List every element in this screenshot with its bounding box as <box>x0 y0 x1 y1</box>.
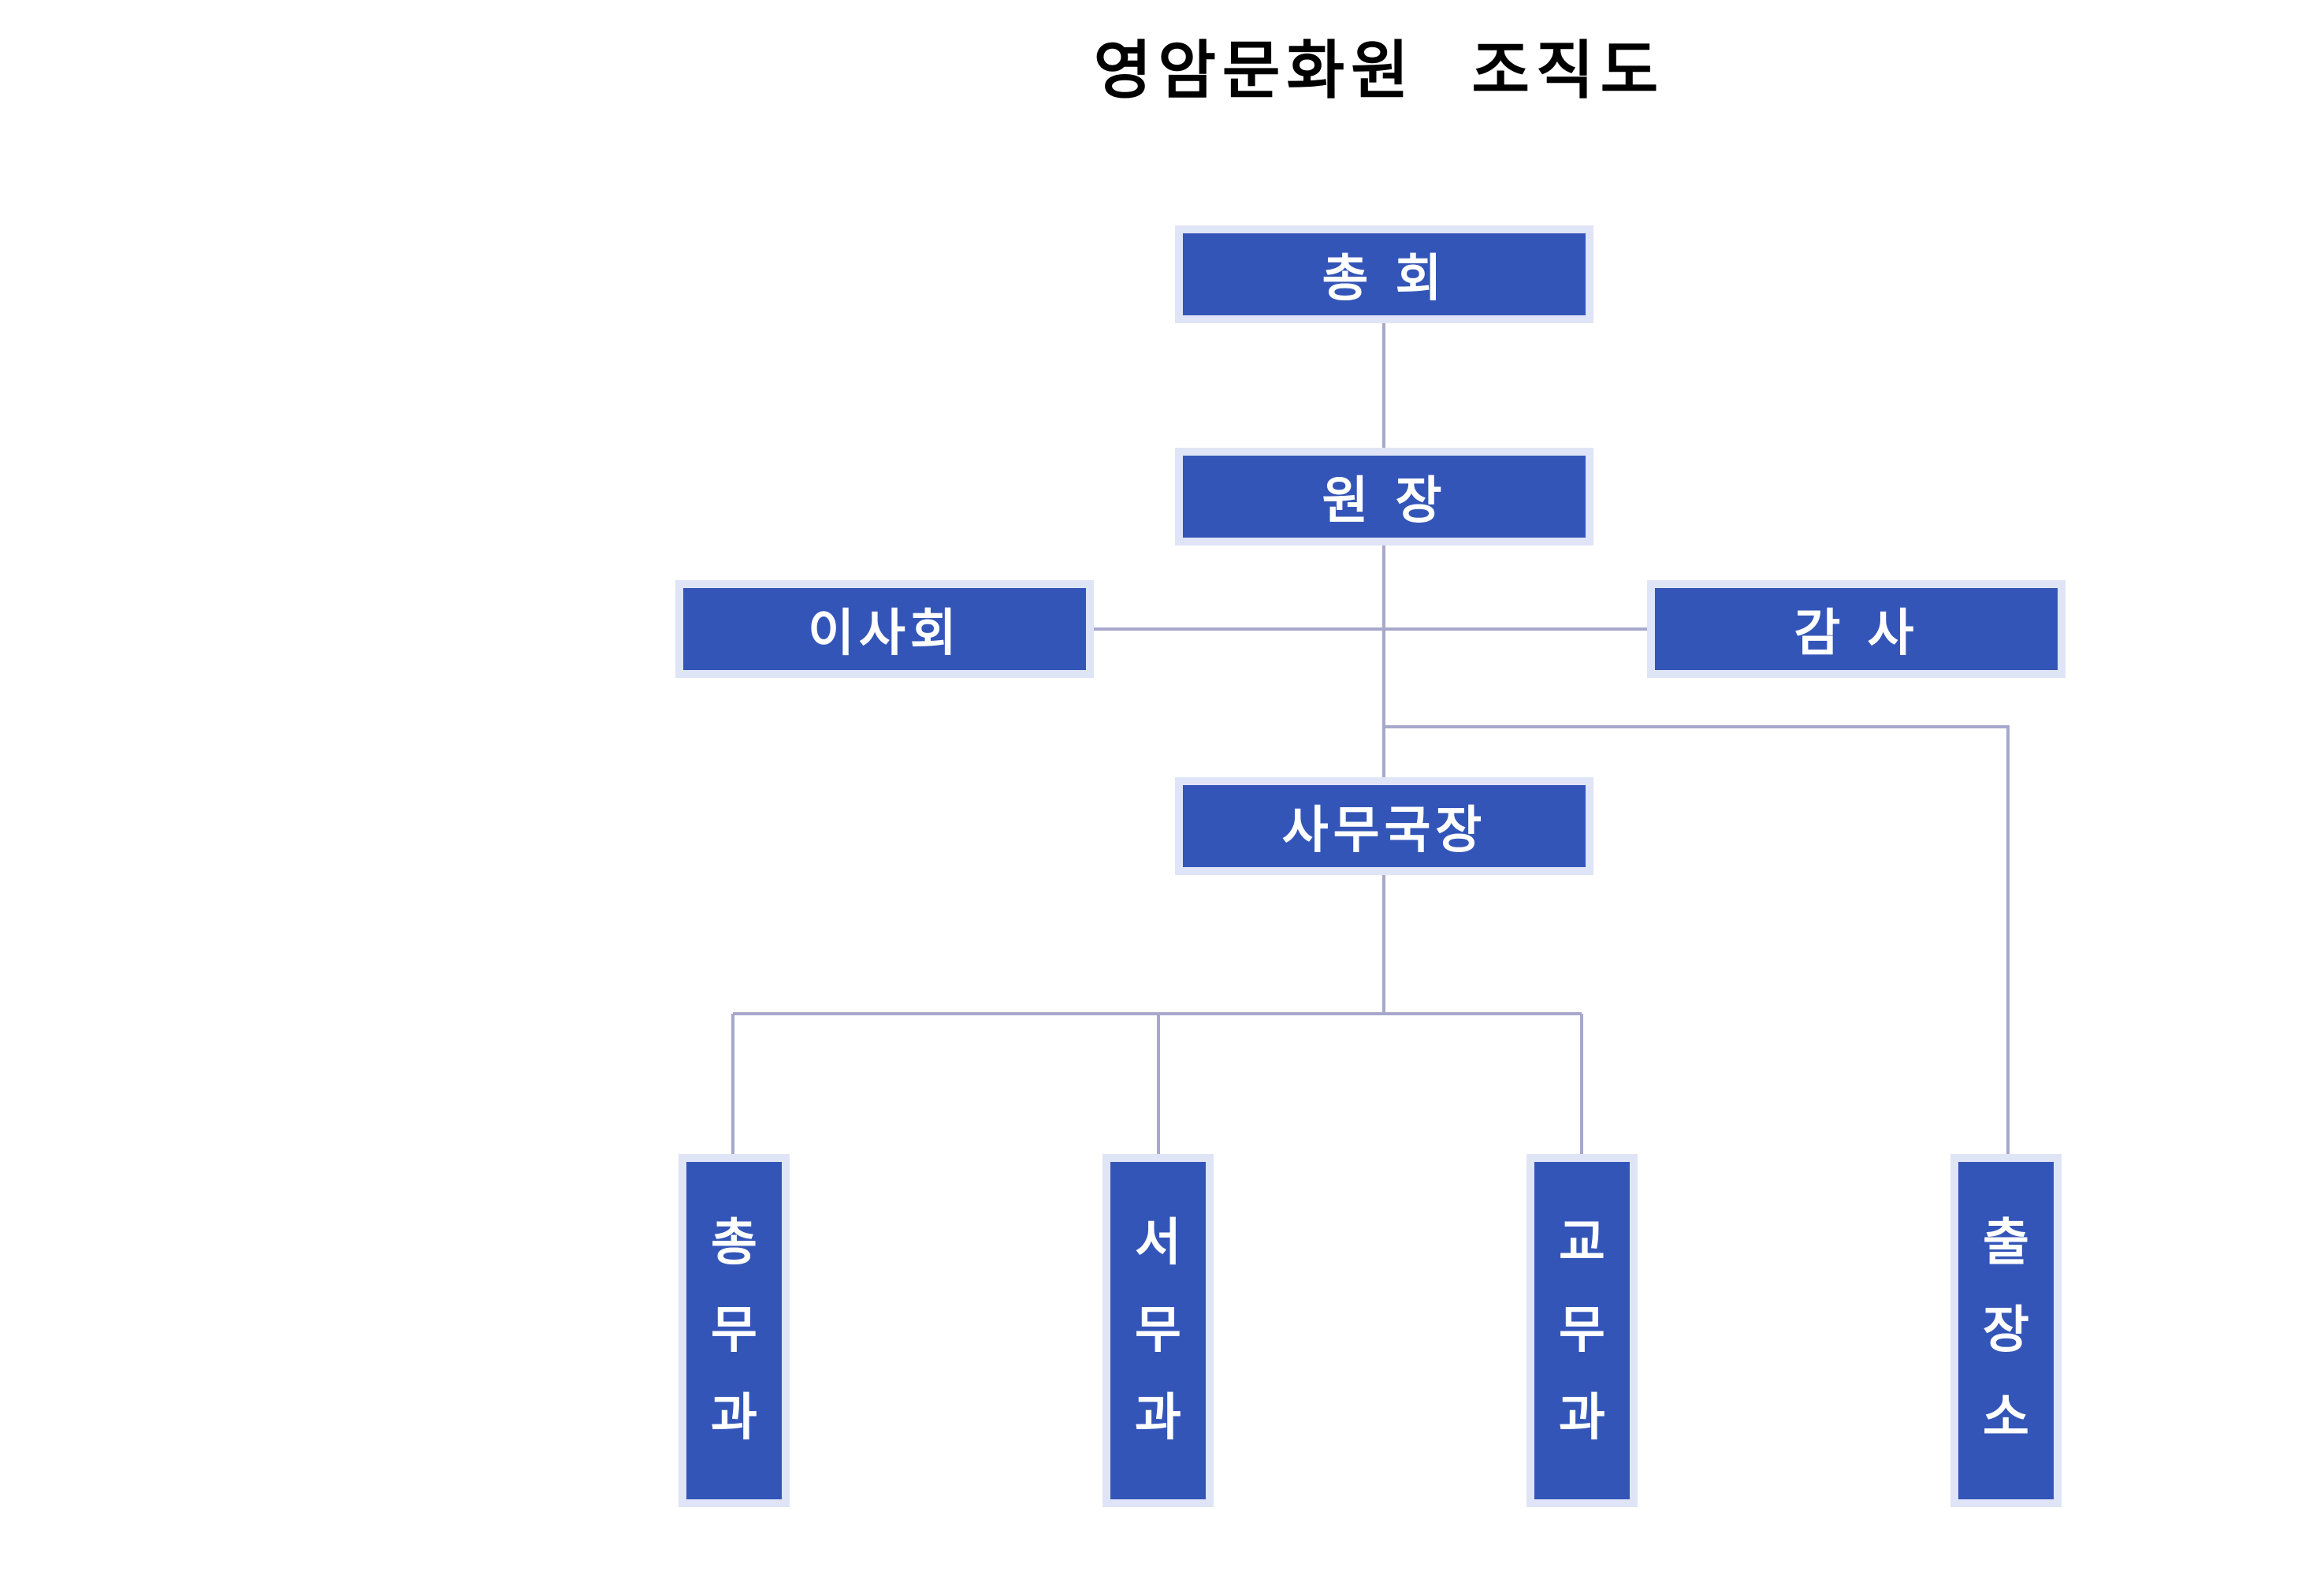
node-general-affairs-char: 무 <box>711 1301 757 1360</box>
node-education-char: 무 <box>1559 1301 1605 1360</box>
node-auditor: 감 사 <box>1647 580 2066 678</box>
page-title: 영암문화원 조직도 <box>1093 34 1665 107</box>
node-general-affairs: 총 무 과 <box>679 1154 790 1507</box>
node-records-char: 서 <box>1135 1214 1181 1273</box>
node-branch-office: 출 장 소 <box>1950 1154 2062 1507</box>
node-records: 서 무 과 <box>1103 1154 1214 1507</box>
node-board: 이사회 <box>675 580 1094 678</box>
node-branch-office-char: 출 <box>1983 1214 2029 1273</box>
node-general-affairs-char: 총 <box>711 1214 757 1273</box>
node-education-char: 과 <box>1559 1388 1605 1447</box>
node-director: 원 장 <box>1175 448 1593 545</box>
node-secretary-general: 사무국장 <box>1175 777 1593 875</box>
line-to-branch-office <box>1384 725 2010 1157</box>
node-general-assembly: 총 회 <box>1175 225 1593 323</box>
node-education: 교 무 과 <box>1526 1154 1638 1507</box>
node-records-char: 무 <box>1135 1301 1181 1360</box>
node-education-char: 교 <box>1559 1214 1605 1273</box>
node-branch-office-char: 장 <box>1983 1301 2029 1360</box>
node-branch-office-char: 소 <box>1983 1388 2029 1447</box>
node-general-affairs-char: 과 <box>711 1388 757 1447</box>
node-records-char: 과 <box>1135 1388 1181 1447</box>
